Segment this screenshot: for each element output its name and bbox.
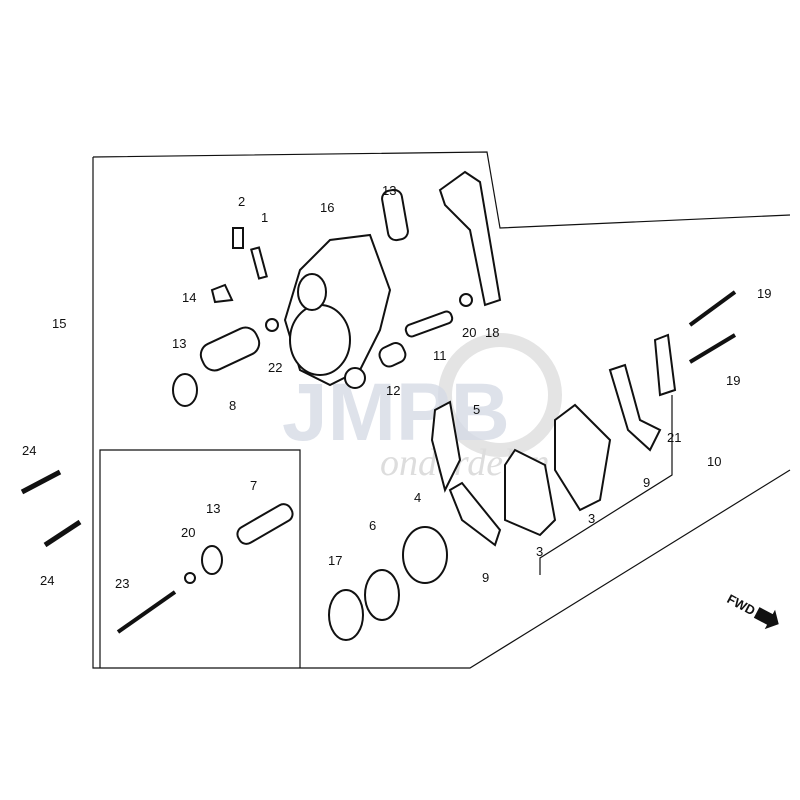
label-5: 5 [473,402,480,417]
cap-14 [210,283,234,304]
bolt-23 [116,590,177,634]
label-20-inset: 20 [181,525,195,540]
bolt-19-a [688,290,737,327]
pin-11 [404,310,454,338]
label-2: 2 [238,194,245,209]
label-24-top: 24 [22,443,36,458]
leader-10 [539,395,673,575]
watermark: JMPB onderdelen [282,333,562,484]
bleeder-1 [250,246,268,280]
label-12: 12 [386,383,400,398]
boot-13-top [381,188,409,242]
spring-5 [430,400,462,493]
boot-12 [378,342,407,368]
washer-22 [265,318,279,332]
pad-3-right [554,403,612,512]
seal-6 [364,569,400,621]
label-7: 7 [250,478,257,493]
label-6: 6 [369,518,376,533]
label-20: 20 [462,325,476,340]
label-13-inset: 13 [206,501,220,516]
boot-13-inset [201,545,223,575]
label-13-top: 13 [382,183,396,198]
caliper-body [283,233,392,389]
frame-top [92,151,791,229]
pad-3-left [504,448,557,537]
label-22: 22 [268,360,282,375]
washer-20-inset [184,572,196,584]
label-8: 8 [229,398,236,413]
label-15: 15 [52,316,66,331]
bracket-18 [438,170,502,307]
label-9-left: 9 [482,570,489,585]
label-1: 1 [261,210,268,225]
arrow-right-icon [753,607,779,630]
pin-7 [236,503,294,545]
label-9-right: 9 [643,475,650,490]
shim-9-left [448,481,502,547]
bleeder-cap-2 [232,227,244,249]
label-24-bottom: 24 [40,573,54,588]
bolt-24-b [43,519,82,548]
label-11: 11 [433,348,447,363]
fwd-label: FWD [725,591,758,618]
label-18: 18 [485,325,499,340]
label-23: 23 [115,576,129,591]
frame-bottom [92,157,791,669]
seal-17 [328,589,364,641]
inset-frame [99,449,301,668]
label-13-left: 13 [172,336,186,351]
gear-watermark-icon [438,333,562,457]
label-17: 17 [328,553,342,568]
label-4: 4 [414,490,421,505]
pin-8 [199,326,261,372]
washer-20 [459,293,473,307]
shim-9-right [608,363,662,452]
label-19-bottom: 19 [726,373,740,388]
fwd-arrow: FWD [725,591,779,630]
label-19-top: 19 [757,286,771,301]
label-10: 10 [707,454,721,469]
label-21: 21 [667,430,681,445]
label-14: 14 [182,290,196,305]
watermark-brand: JMPB [282,367,510,458]
bolt-24-a [20,469,62,495]
bolt-19-b [688,333,737,364]
piston-4 [402,526,448,584]
label-16: 16 [320,200,334,215]
part-labels: 2 1 16 13 14 15 13 8 22 12 11 20 18 19 1… [22,183,771,591]
pin-21 [653,333,677,397]
label-3-right: 3 [588,511,595,526]
boot-13-left [172,373,198,407]
label-3-left: 3 [536,544,543,559]
